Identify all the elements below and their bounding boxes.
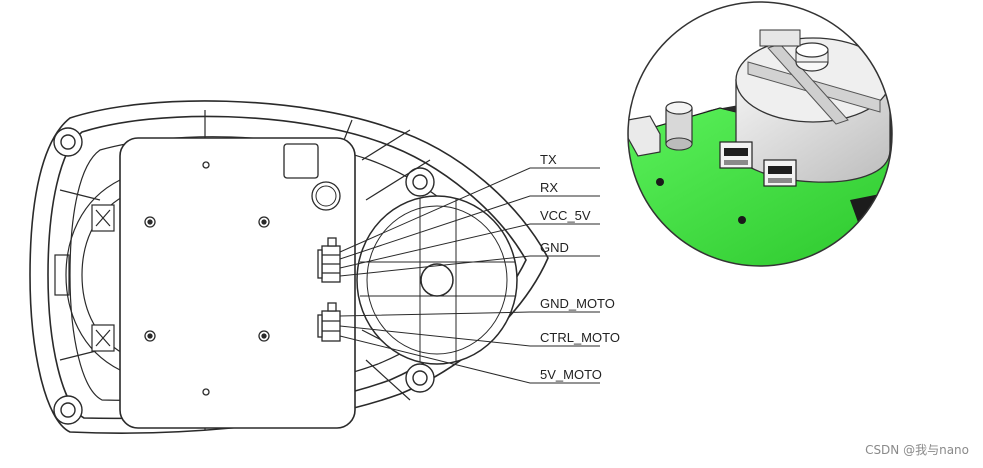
pin-label-vcc-5v: VCC_5V (540, 208, 591, 223)
leader-line-5v-moto (339, 335, 600, 384)
motor-top-view (356, 195, 518, 365)
pin-leader-lines: TX RX VCC_5V GND GND_MOTO CTRL_MOTO 5V_MOTO (339, 152, 620, 384)
leader-line-vcc-5v (339, 223, 600, 269)
leader-line-rx (339, 195, 600, 260)
pin-label-5v-moto: 5V_MOTO (540, 367, 602, 382)
pin-label-ctrl-moto: CTRL_MOTO (540, 330, 620, 345)
leader-line-gnd-moto (339, 311, 600, 317)
connector-3d-right (763, 159, 797, 187)
pin-label-gnd-moto: GND_MOTO (540, 296, 615, 311)
board-mount-holes (144, 161, 270, 396)
pin-label-tx: TX (540, 152, 557, 167)
pcb-board (119, 137, 356, 429)
square-component (283, 143, 319, 179)
upper-connector (317, 237, 341, 283)
pin-label-rx: RX (540, 180, 558, 195)
motor-3d (735, 29, 891, 183)
lower-connector (317, 302, 341, 342)
watermark: CSDN @我与nano (865, 443, 969, 457)
pin-label-gnd: GND (540, 240, 569, 255)
connector-3d-left (719, 141, 753, 169)
leader-line-gnd (339, 255, 600, 277)
capacitor-3d (665, 101, 693, 151)
leader-line-tx (339, 167, 600, 253)
screw-bosses (53, 127, 435, 425)
leader-line-ctrl-moto (339, 325, 600, 347)
zoom-detail (627, 1, 893, 267)
left-wheel-well (65, 179, 125, 371)
